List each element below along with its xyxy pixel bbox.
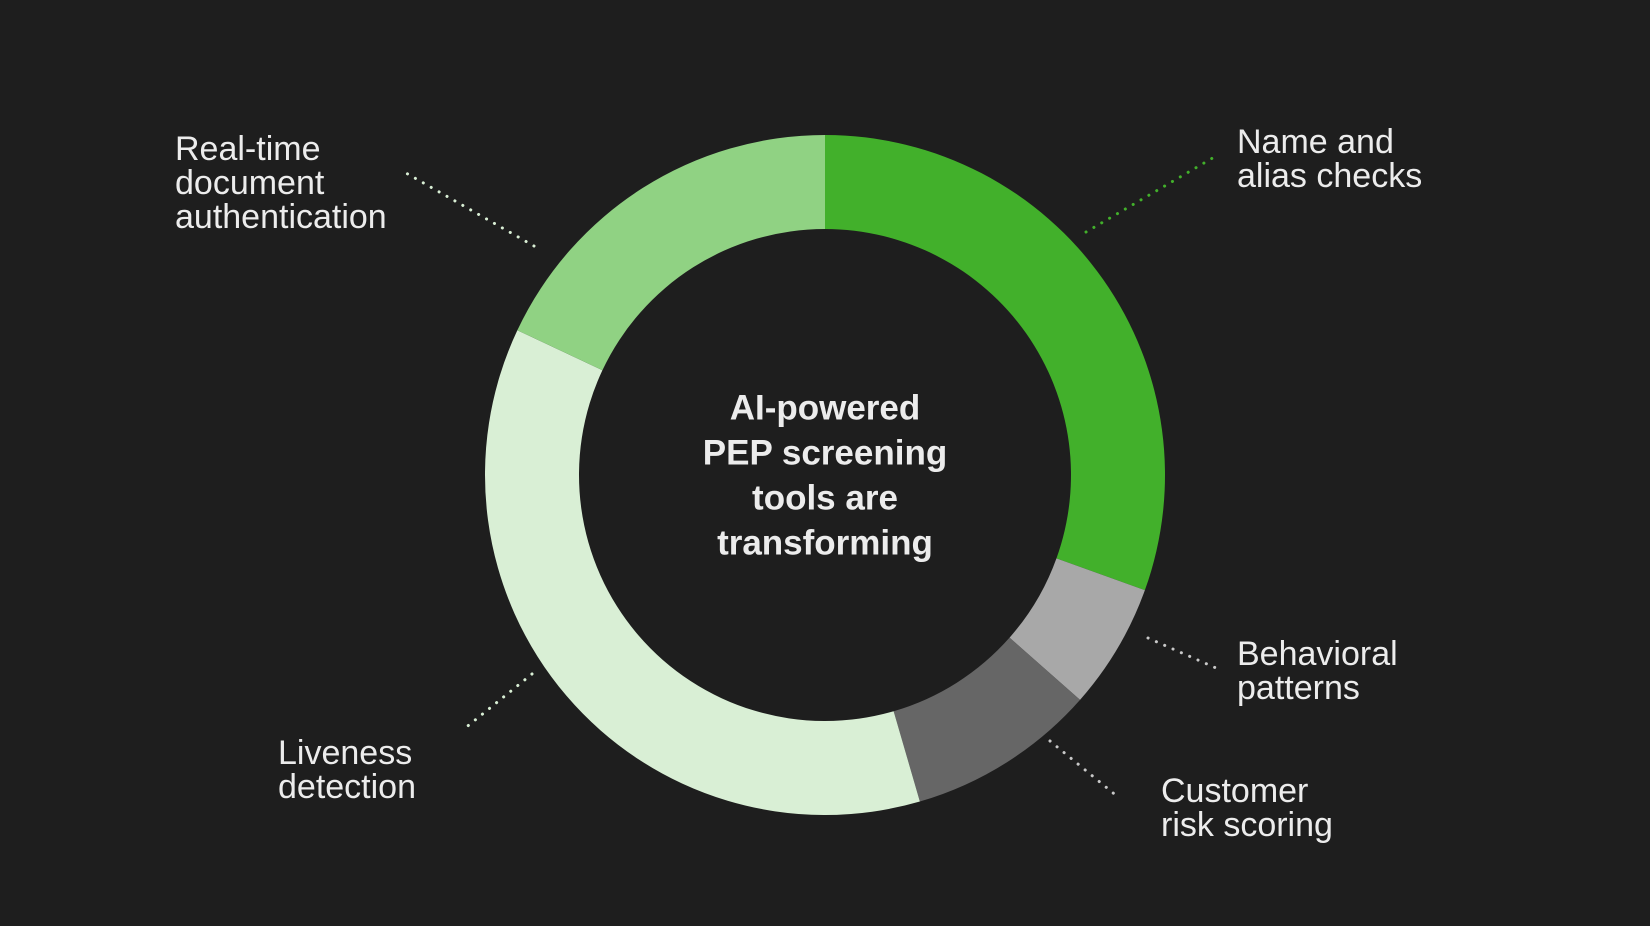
leader-line-0 — [1084, 154, 1218, 234]
segment-label-line: Liveness — [278, 734, 412, 772]
leader-line-3 — [462, 672, 534, 731]
donut-segment-3 — [484, 330, 920, 816]
segment-label-line: Name and — [1237, 123, 1394, 161]
segment-label-line: document — [175, 164, 325, 202]
segment-label-line: Real-time — [175, 130, 320, 168]
donut-segment-4 — [517, 135, 825, 371]
leader-line-4 — [404, 171, 536, 248]
center-title-line: transforming — [717, 524, 933, 563]
center-title-line: AI-powered — [730, 389, 921, 428]
segment-label-line: Customer — [1161, 772, 1308, 810]
segment-label-line: detection — [278, 768, 416, 806]
leader-line-1 — [1146, 636, 1218, 670]
segment-label-line: risk scoring — [1161, 806, 1333, 844]
center-title-line: tools are — [752, 479, 898, 518]
segment-label-line: authentication — [175, 198, 387, 236]
segment-label-line: alias checks — [1237, 157, 1422, 195]
donut-segment-1 — [1009, 558, 1145, 700]
segment-label-line: Behavioral — [1237, 635, 1398, 673]
segment-label-line: patterns — [1237, 669, 1360, 707]
donut-segment-2 — [893, 637, 1081, 802]
center-title-line: PEP screening — [703, 434, 947, 473]
donut-segment-0 — [825, 135, 1165, 591]
leader-line-2 — [1048, 739, 1120, 799]
